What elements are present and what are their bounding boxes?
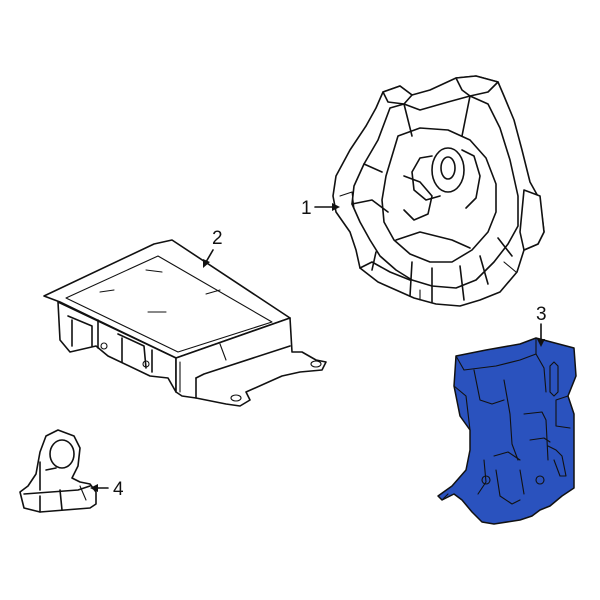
callout-4-label: 4: [113, 479, 124, 500]
callout-3-label: 3: [536, 304, 547, 325]
callout-1-label: 1: [301, 198, 312, 219]
callout-1: 1: [301, 198, 340, 219]
clockspring-icon[interactable]: [332, 75, 545, 307]
callout-2-label: 2: [212, 228, 223, 249]
airbag-control-module-icon[interactable]: [43, 239, 327, 407]
callout-3: 3: [536, 304, 547, 347]
callout-2: 2: [203, 228, 223, 268]
module-bracket-icon[interactable]: [437, 337, 577, 525]
bracket-body: [437, 337, 577, 525]
impact-sensor-icon[interactable]: [19, 429, 97, 513]
callout-4: 4: [90, 479, 124, 500]
